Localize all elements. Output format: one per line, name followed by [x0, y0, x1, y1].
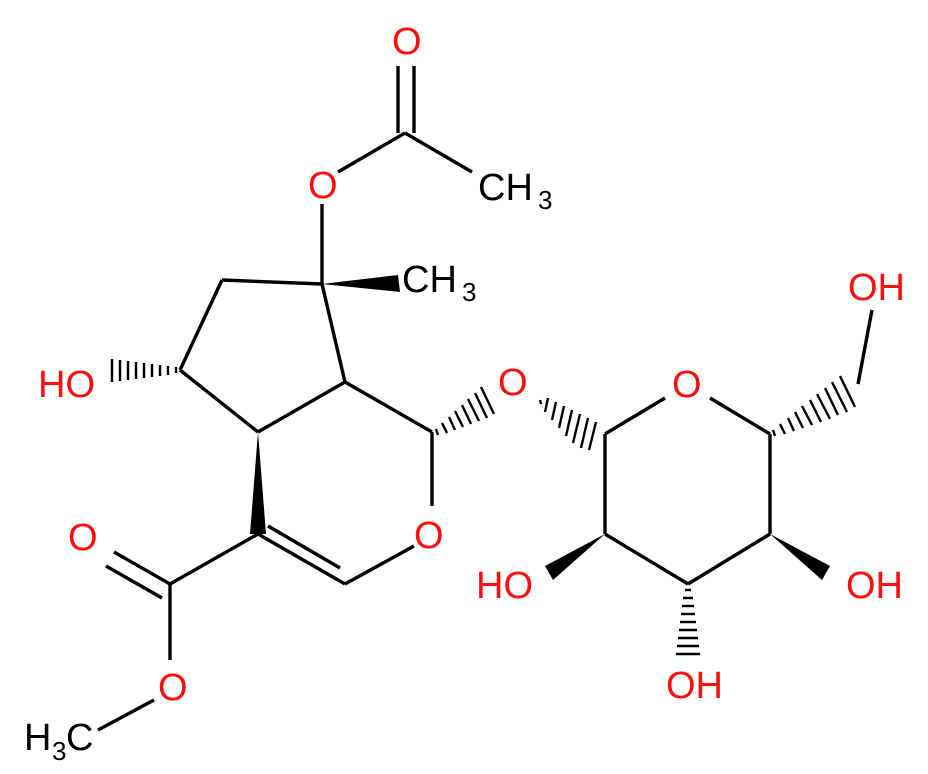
atom-c-acetyl-methyl: CH	[478, 167, 533, 209]
atom-o-dihydropyran-ring: O	[414, 515, 444, 557]
bond-c4-c3	[687, 532, 771, 586]
atom-c-methyl-quat: CH	[402, 259, 457, 301]
atom-o-sugar-oh-left: HO	[476, 565, 533, 607]
bond-ch2-choh	[178, 279, 224, 371]
atom-o-ester-carbonyl: O	[68, 517, 98, 559]
bonds	[97, 66, 874, 732]
atom-c-methyl-quat-sub: 3	[462, 277, 476, 307]
bond-ester-carbonyl-a	[113, 550, 171, 586]
bond-c7a-quat	[320, 283, 347, 383]
bond-choh-c4a	[178, 368, 260, 434]
hashed-bonds	[110, 359, 857, 656]
hash-choh-ho	[110, 359, 178, 382]
atom-o-acetyl-ester: O	[308, 165, 338, 207]
bond-ring-o-c3	[344, 544, 415, 586]
bond-ring-o-c5	[709, 396, 771, 436]
bond-quat-ch2	[221, 278, 323, 286]
bond-c7a-c1	[344, 380, 433, 434]
bond-c3-c4-b	[267, 524, 341, 570]
wedge-c4a-c4	[250, 432, 266, 534]
atom-c-methoxy-h: H	[24, 717, 51, 759]
atom-o-methyl-ester: O	[158, 667, 188, 709]
bond-acetyl-methyl	[404, 131, 473, 174]
atom-c-methoxy-sub: 3	[52, 736, 66, 766]
wedge-bonds	[250, 275, 830, 580]
hash-sugar-c3-oh	[676, 588, 700, 656]
atom-o-sugar-oh-bottom: OH	[666, 665, 723, 707]
bond-ester-carbonyl-b	[105, 564, 163, 600]
bond-acetyl-ester-o	[337, 131, 406, 174]
atom-o-glycosidic: O	[498, 362, 528, 404]
wedge-sugar-c2-oh	[545, 534, 605, 580]
bond-c4-ester-c	[169, 532, 259, 586]
bond-ch2-oh	[856, 309, 874, 385]
atom-o-pyran-ring-sugar: O	[672, 364, 702, 406]
atom-labels: O CH 3 O CH 3 HO O O OH O O HO OH OH O H…	[24, 21, 905, 766]
atom-o-hydroxymethyl: OH	[848, 267, 905, 309]
atom-o-hydroxy-cyclopentane: HO	[38, 364, 95, 406]
bond-ester-o-methyl	[97, 698, 155, 732]
bond-c4a-c7a	[257, 380, 346, 434]
hash-c1-glyco-o	[434, 386, 496, 436]
wedge-sugar-c4-oh	[770, 534, 830, 580]
bond-c3-c2	[604, 532, 689, 586]
hash-glyco-o-anomeric	[538, 397, 598, 451]
bond-c3-c4-a	[257, 532, 346, 586]
atom-c-acetyl-methyl-sub: 3	[538, 185, 552, 215]
atom-o-sugar-oh-right: OH	[846, 565, 903, 607]
bond-anomeric-ring-o	[604, 396, 666, 436]
wedge-quat-methyl	[322, 275, 400, 292]
atom-c-methoxy-c: C	[66, 717, 93, 759]
atom-o-acetyl-carbonyl: O	[392, 21, 422, 63]
hash-sugar-c5-ch2	[771, 375, 857, 437]
